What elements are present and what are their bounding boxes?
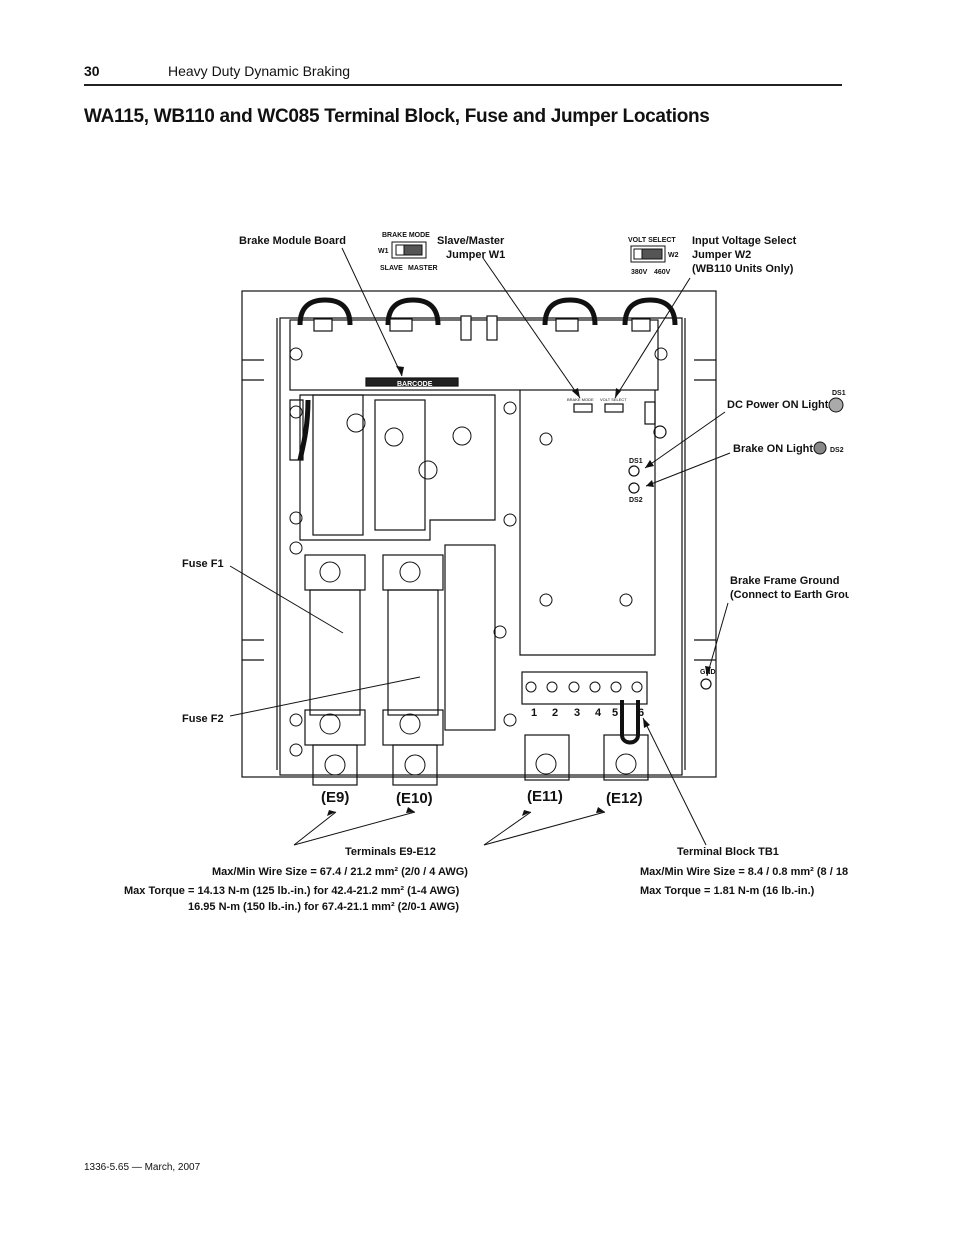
tb1-torque: Max Torque = 1.81 N-m (16 lb.-in.) [640, 885, 815, 897]
board-volt-select-legend: VOLT SELECT [600, 397, 627, 402]
board-ds1-label: DS1 [629, 458, 643, 465]
brake-frame-ground-line2: (Connect to Earth Groun [730, 589, 849, 601]
w1-inset-tag: W1 [378, 248, 389, 255]
fuse-f2-body [387, 589, 439, 716]
input-voltage-label-line3: (WB110 Units Only) [692, 263, 794, 275]
terminal-e11: (E11) [527, 788, 563, 805]
terminals-e9-e12-heading: Terminals E9-E12 [345, 846, 436, 858]
ds1-indicator [828, 397, 844, 413]
page-title: WA115, WB110 and WC085 Terminal Block, F… [84, 106, 710, 127]
fuse-f1-label: Fuse F1 [182, 558, 224, 570]
w2-inset-tag: W2 [668, 252, 679, 259]
tb1-number: 4 [595, 707, 602, 719]
gnd-label: GND [700, 669, 716, 676]
fuse-f2-label: Fuse F2 [182, 713, 224, 725]
brake-module-board-outline [289, 319, 659, 391]
brake-on-label: Brake ON Light [733, 443, 814, 455]
dc-power-on-label: DC Power ON Light [727, 399, 829, 411]
terminal-e12: (E12) [606, 790, 643, 807]
slave-master-label-line2: Jumper W1 [446, 249, 506, 261]
ds2-label: DS2 [830, 447, 844, 454]
tb1-heading: Terminal Block TB1 [677, 846, 779, 858]
w2-switch-inset [630, 245, 666, 263]
ds1-label: DS1 [832, 390, 846, 397]
w2-inset-title: VOLT SELECT [628, 237, 676, 244]
board-brake-mode-legend: BRAKE MODE [567, 397, 594, 402]
tb1-number: 5 [612, 707, 619, 719]
page-number: 30 [84, 63, 100, 79]
w1-inset-right: MASTER [408, 265, 438, 272]
tb1-number: 3 [574, 707, 581, 719]
tb1-wire-size: Max/Min Wire Size = 8.4 / 0.8 mm² (8 / 1… [640, 866, 849, 878]
tb1-number: 2 [552, 707, 559, 719]
w1-switch-inset [391, 241, 427, 259]
w2-inset-right: 460V [654, 269, 671, 276]
brake-frame-ground-line1: Brake Frame Ground [730, 575, 840, 587]
footer-doc-id: 1336-5.65 — March, 2007 [84, 1162, 201, 1173]
w1-inset-left: SLAVE [380, 265, 403, 272]
e9-e12-torque-line1: Max Torque = 14.13 N-m (125 lb.-in.) for… [124, 885, 460, 897]
terminal-block-tb1 [521, 671, 648, 705]
ds2-indicator [813, 441, 827, 455]
section-title: Heavy Duty Dynamic Braking [168, 63, 351, 79]
fuse-f1-body [309, 589, 361, 716]
header-rule [84, 84, 842, 86]
barcode-strip [365, 377, 459, 387]
input-voltage-label-line2: Jumper W2 [692, 249, 752, 261]
chassis-outline [241, 290, 717, 778]
w1-inset-title: BRAKE MODE [382, 232, 430, 239]
gnd-terminal [700, 678, 712, 690]
tb1-number: 6 [638, 707, 645, 719]
barcode-label: BARCODE [397, 381, 433, 388]
e9-e12-wire-size: Max/Min Wire Size = 67.4 / 21.2 mm² (2/0… [212, 866, 468, 878]
input-voltage-label-line1: Input Voltage Select [692, 235, 797, 247]
terminal-e10: (E10) [396, 790, 433, 807]
tb1-number: 1 [531, 707, 538, 719]
board-ds2-label: DS2 [629, 497, 643, 504]
terminal-e9: (E9) [321, 789, 350, 806]
brake-module-board-label: Brake Module Board [239, 235, 346, 247]
slave-master-label-line1: Slave/Master [437, 235, 505, 247]
e9-e12-torque-line2: 16.95 N-m (150 lb.-in.) for 67.4-21.1 mm… [188, 901, 460, 913]
w2-inset-left: 380V [631, 269, 648, 276]
